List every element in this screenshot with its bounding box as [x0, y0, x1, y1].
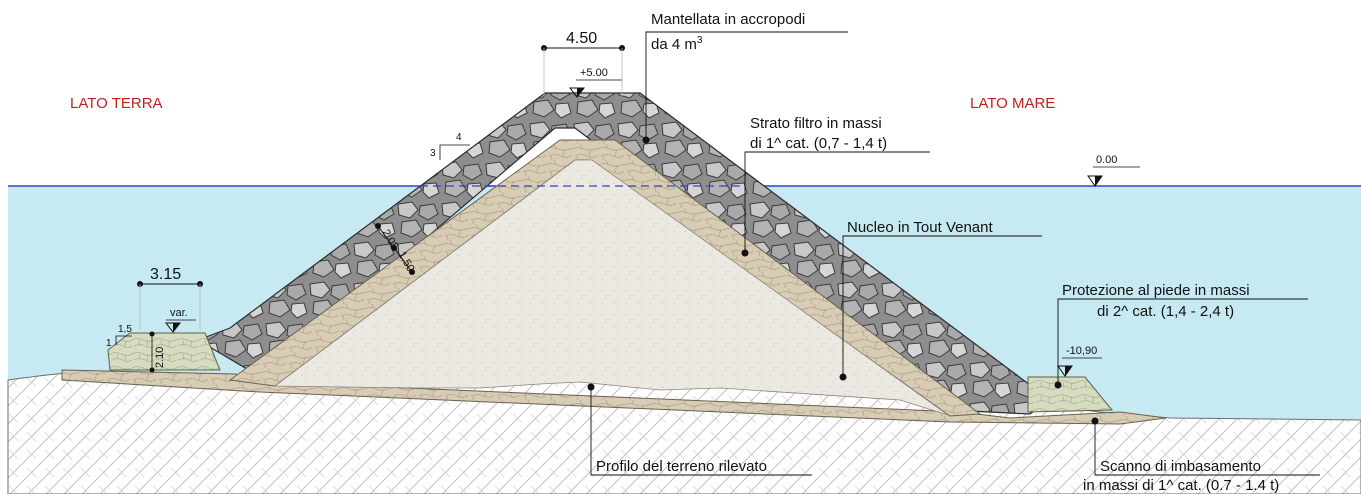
armour-label-line1: Mantellata in accropodi	[651, 11, 805, 28]
filter-label-line1: Strato filtro in massi	[750, 115, 882, 132]
toe-protection	[1027, 376, 1114, 413]
armour-slope-v: 3	[430, 148, 436, 159]
bedding-label-line1: Scanno di imbasamento	[1100, 458, 1261, 475]
berm-width-value: 3.15	[150, 266, 181, 283]
berm-level-value: var.	[170, 307, 188, 319]
armour-slope-h: 4	[456, 132, 462, 143]
armour-leader	[645, 31, 848, 140]
core-leader	[842, 235, 1042, 377]
toe-label-line2: di 2^ cat. (1,4 - 2,4 t)	[1097, 303, 1234, 320]
seabed-label: Profilo del terreno rilevato	[596, 458, 767, 475]
bedding-label-line2: in massi di 1^ cat. (0.7 - 1.4 t)	[1083, 477, 1279, 494]
filter-label-line2: di 1^ cat. (0,7 - 1,4 t)	[750, 135, 887, 152]
toe-level-value: -10,90	[1066, 345, 1097, 357]
land-side-label: LATO TERRA	[70, 95, 163, 112]
sea-side-label: LATO MARE	[970, 95, 1055, 112]
core-label: Nucleo in Tout Venant	[847, 219, 993, 236]
berm-slope-v: 1	[106, 338, 112, 349]
toe-label-line1: Protezione al piede in massi	[1062, 282, 1250, 299]
sea-level-value: 0.00	[1096, 154, 1117, 166]
seabed-leader	[590, 387, 812, 476]
crest-width-value: 4.50	[566, 30, 597, 47]
armour-slope-indicator	[439, 144, 470, 160]
berm-slope-h: 1,5	[118, 324, 132, 335]
crest-level-value: +5.00	[580, 67, 608, 79]
bedding-leader	[1094, 421, 1320, 476]
toe-leader	[1057, 298, 1308, 385]
berm-slope-indicator	[115, 335, 132, 345]
berm-height-value: 2.10	[154, 347, 166, 368]
armour-label-line2: da 4 m3	[651, 35, 703, 53]
core-tout-venant	[273, 159, 949, 416]
filter-leader	[744, 151, 930, 253]
